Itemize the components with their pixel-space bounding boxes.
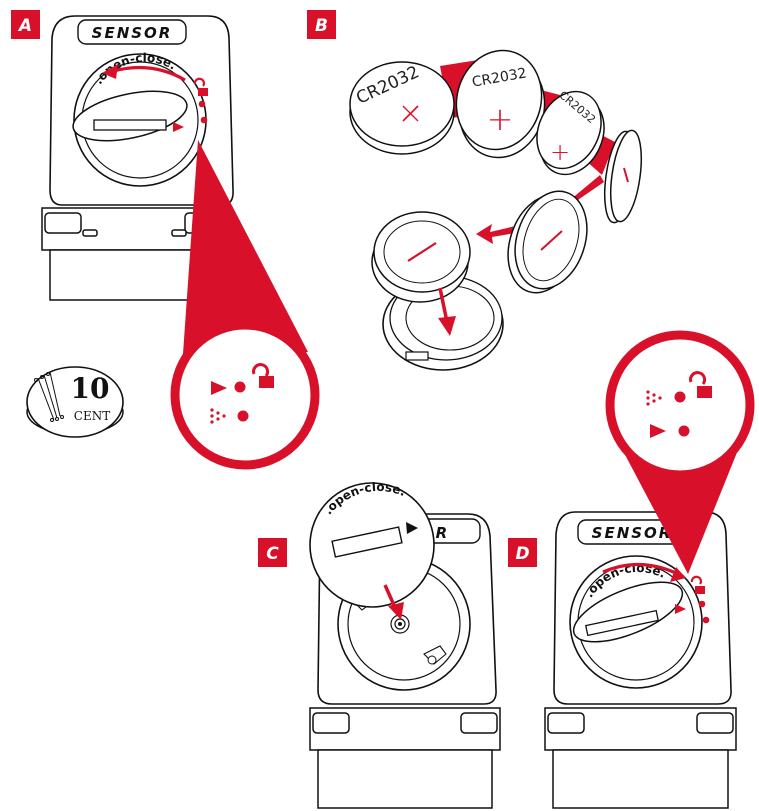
battery-2-plus: + bbox=[487, 100, 514, 138]
rotate-arrowhead-a bbox=[102, 64, 118, 79]
svg-text:B: B bbox=[315, 16, 328, 36]
sensor-label-a: SENSOR bbox=[92, 24, 173, 42]
battery-3-plus: + bbox=[550, 138, 570, 166]
close-marker-dotted-a bbox=[210, 408, 226, 424]
zoom-beam-a bbox=[182, 140, 308, 368]
battery-old-2: CR2032 + bbox=[455, 49, 546, 159]
coin-value: 10 bbox=[71, 372, 110, 405]
sensor-mount-a bbox=[41, 207, 223, 301]
unlock-icon-a bbox=[193, 77, 206, 87]
close-marker-dotted-d bbox=[646, 390, 662, 406]
battery-new-1 bbox=[507, 190, 588, 294]
sensor-mount-c bbox=[309, 707, 501, 809]
svg-text:D: D bbox=[515, 544, 529, 564]
coin-unit: CENT bbox=[74, 409, 110, 423]
step-badge-c: C bbox=[258, 538, 287, 567]
battery-flipping bbox=[603, 129, 643, 224]
step-a-panel: SENSOR .open-close. bbox=[41, 15, 320, 470]
battery-old-1: CR2032 + bbox=[349, 61, 455, 155]
step-badge-a: A bbox=[11, 10, 40, 39]
step-b-panel: CR2032 + CR2032 + CR2032 + bbox=[349, 49, 643, 371]
step-badge-d: D bbox=[508, 538, 537, 567]
battery-old-3: CR2032 + bbox=[536, 88, 605, 176]
svg-text:C: C bbox=[266, 544, 279, 564]
unlock-icon-zoom-a bbox=[252, 363, 270, 377]
unlock-icon-zoom-d bbox=[689, 371, 707, 385]
coin-tool: 10 CENT bbox=[26, 366, 124, 438]
rotate-arrowhead-d bbox=[670, 567, 686, 582]
flow-arrow-5 bbox=[476, 224, 521, 244]
zoom-circle-d bbox=[605, 330, 755, 480]
step-badge-b: B bbox=[307, 10, 336, 39]
rotate-arrow-d bbox=[602, 562, 679, 576]
sensor-label-d: SENSOR bbox=[592, 524, 673, 542]
svg-text:A: A bbox=[17, 16, 32, 36]
sensor-label-plate-a bbox=[77, 19, 187, 45]
insert-arrow bbox=[438, 287, 449, 323]
step-c-panel: OR .open-close. bbox=[309, 480, 501, 809]
open-dot-a bbox=[198, 100, 206, 108]
step-d-panel: SENSOR .open-close. bbox=[544, 330, 755, 809]
battery-new-inserting bbox=[371, 211, 471, 303]
sensor-mount-d bbox=[544, 707, 737, 809]
zoom-circle-a bbox=[170, 320, 320, 470]
close-dot-a bbox=[200, 116, 208, 124]
rotate-arrow-a bbox=[109, 65, 186, 82]
